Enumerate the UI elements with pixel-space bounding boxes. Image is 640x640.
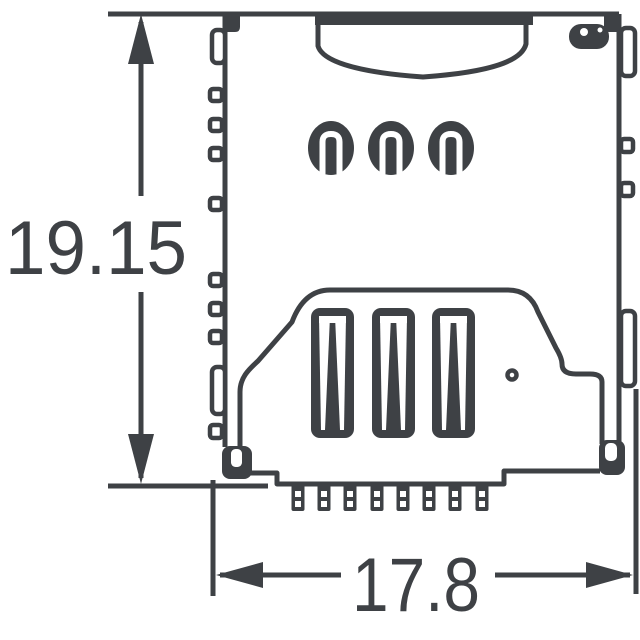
solder-pin: [396, 484, 410, 511]
spring-slot-top: [440, 316, 467, 323]
card-guide-curve: [315, 25, 529, 80]
spring-slot-top: [380, 316, 407, 323]
side-bump: [207, 195, 225, 213]
pin-hole: [426, 491, 432, 497]
pin-hole: [295, 491, 301, 497]
rivet-highlight: [580, 28, 588, 36]
arrowhead-down: [128, 434, 154, 484]
rivet: [569, 24, 609, 49]
upper-contacts: [308, 121, 474, 175]
bottom-edge-line: [250, 468, 600, 487]
rivet-body: [569, 24, 609, 49]
solder-pin: [317, 484, 331, 511]
side-bump: [207, 271, 225, 289]
pin-hole: [374, 491, 380, 497]
spring-contact: [311, 308, 354, 438]
dimension-vertical: 19.15: [5, 11, 268, 489]
spring-slot-top: [319, 316, 346, 323]
horizontal-dimension-label: 17.8: [352, 543, 480, 628]
side-bump: [207, 145, 225, 163]
corner-notch-right: [604, 14, 619, 32]
pin-hole: [400, 501, 406, 507]
card-entry: [315, 12, 533, 80]
pin-hole: [347, 501, 353, 507]
card-tray-outline: [237, 287, 605, 449]
solder-pins: [291, 484, 489, 511]
spring-blade: [396, 316, 407, 430]
arrowhead-right: [586, 562, 633, 588]
pin-hole: [347, 491, 353, 497]
solder-pin: [370, 484, 384, 511]
mounting-feet: [222, 440, 625, 479]
contact-oval: [368, 121, 414, 175]
contact-slot: [439, 130, 463, 174]
pin-hole: [374, 501, 380, 507]
spring-blade: [440, 316, 451, 430]
side-tabs-left: [207, 27, 228, 441]
pin-hole: [452, 491, 458, 497]
pin-hole: [321, 501, 327, 507]
spring-contact: [372, 308, 415, 438]
rivet-highlight: [597, 27, 603, 33]
side-tab: [618, 308, 638, 389]
spring-blade: [456, 316, 467, 430]
pin-hole: [426, 501, 432, 507]
solder-pin: [422, 484, 436, 511]
side-bump: [207, 328, 225, 346]
pin-hole: [295, 501, 301, 507]
contact-slot: [379, 130, 403, 174]
spring-blade: [380, 316, 391, 430]
side-tab: [209, 364, 228, 417]
contact-oval: [308, 121, 354, 175]
contact-oval: [428, 121, 474, 175]
side-bump: [618, 180, 636, 199]
bottom-edge: [250, 468, 600, 511]
solder-pin: [343, 484, 357, 511]
side-bump: [207, 86, 225, 104]
spring-contact: [432, 308, 475, 438]
vertical-dimension-label: 19.15: [5, 206, 187, 291]
lower-contacts: [311, 308, 475, 438]
side-bump: [207, 300, 225, 318]
side-tabs-right: [618, 25, 638, 389]
side-tab: [618, 25, 638, 79]
spring-blade: [319, 316, 330, 430]
pin-hole: [479, 491, 485, 497]
solder-pin: [291, 484, 305, 511]
pin-hole: [321, 491, 327, 497]
solder-pin: [475, 484, 489, 511]
arrowhead-left: [216, 562, 263, 588]
dimension-horizontal: 17.8: [210, 389, 639, 628]
pin-hole: [400, 491, 406, 497]
side-bump: [207, 116, 225, 134]
corner-notch-left: [225, 14, 240, 32]
side-bump: [207, 422, 225, 441]
pin-hole: [479, 501, 485, 507]
solder-pin: [448, 484, 462, 511]
spring-blade: [335, 316, 346, 430]
side-tab: [209, 27, 228, 66]
card-stop-bar: [315, 12, 533, 25]
foot-notch: [605, 443, 617, 461]
locating-dimple: [505, 368, 519, 382]
contact-slot: [319, 130, 343, 174]
arrowhead-up: [128, 14, 154, 64]
side-bump: [618, 136, 636, 155]
foot-notch: [231, 449, 242, 467]
pin-hole: [452, 501, 458, 507]
